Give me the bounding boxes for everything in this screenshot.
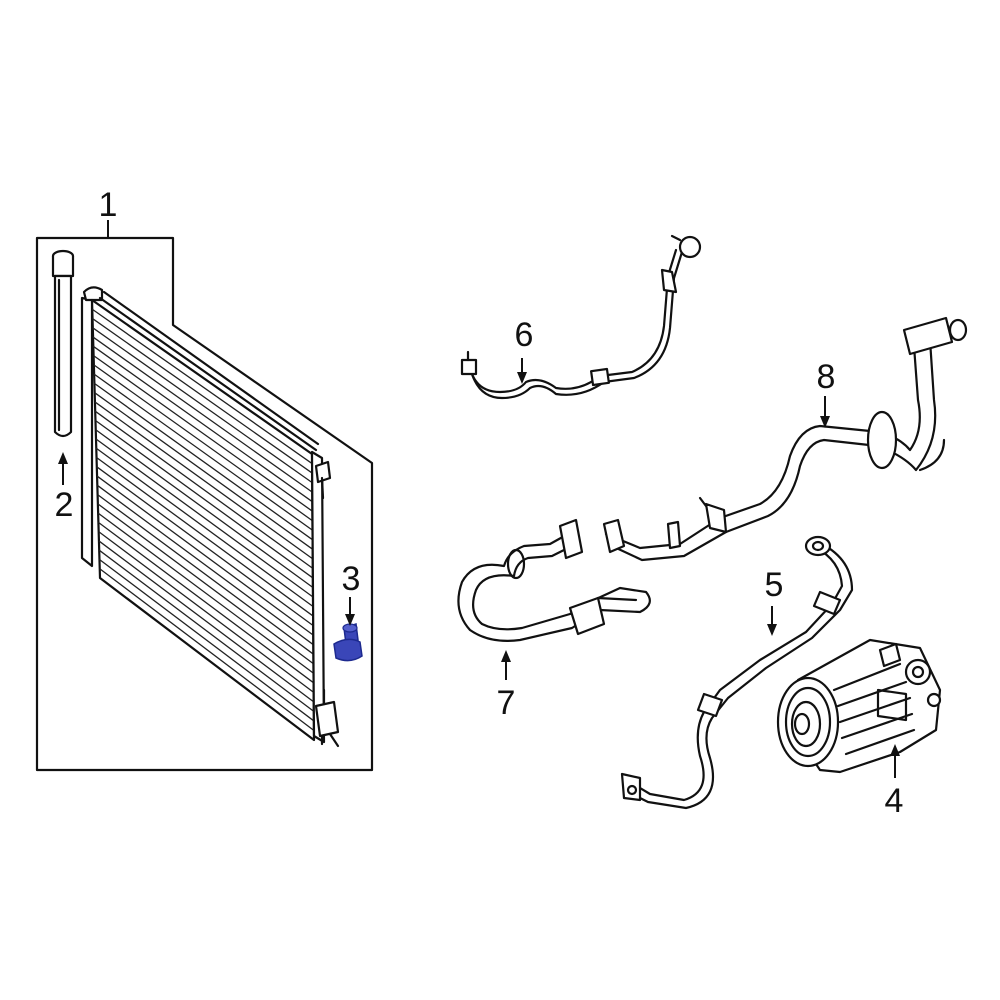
callout-8: 8 [817, 358, 836, 396]
arrowhead-6 [517, 372, 527, 384]
condenser-fin [93, 355, 313, 512]
condenser-fin [99, 558, 315, 722]
condenser-fin [97, 503, 314, 665]
arrowhead-8 [820, 416, 830, 428]
callout-5: 5 [765, 566, 784, 604]
part-4-compressor[interactable] [776, 638, 942, 774]
part-1-condenser[interactable] [80, 286, 340, 748]
part-5-liquid-line[interactable] [620, 535, 854, 810]
condenser-fin [94, 392, 314, 550]
callout-1: 1 [99, 186, 118, 224]
condenser-fin [98, 531, 315, 693]
arrowhead-2 [58, 452, 68, 464]
condenser-fin [94, 401, 314, 560]
condenser-fin [99, 568, 315, 731]
part-2-drier[interactable] [51, 249, 75, 438]
callout-4: 4 [885, 782, 904, 820]
condenser-fin [97, 512, 314, 674]
condenser-fin [96, 484, 314, 646]
condenser-fin [95, 419, 314, 579]
part-7-discharge-hose[interactable] [457, 518, 651, 642]
condenser-fin [94, 410, 314, 569]
condenser-fin [98, 549, 315, 712]
condenser-fin [91, 308, 313, 465]
arrowhead-5 [767, 624, 777, 636]
condenser-fins [91, 308, 315, 731]
condenser-fin [95, 429, 314, 588]
condenser-fin [96, 475, 314, 636]
condenser-fin [95, 438, 314, 598]
condenser-fin [95, 447, 314, 608]
condenser-fin [98, 540, 315, 703]
part-6-ac-line[interactable] [460, 234, 702, 400]
arrowhead-4 [890, 744, 900, 756]
part-3-pressure-switch[interactable] [333, 622, 363, 662]
callout-3: 3 [342, 560, 361, 598]
condenser-fin [97, 494, 314, 655]
condenser-fin [93, 364, 313, 522]
condenser-fin [93, 373, 313, 531]
arrowhead-3 [345, 614, 355, 626]
condenser-group-frame [35, 236, 374, 772]
condenser-fin [92, 345, 313, 503]
callout-6: 6 [515, 316, 534, 354]
callout-2: 2 [55, 486, 74, 524]
callout-7: 7 [497, 684, 516, 722]
condenser-fin [92, 318, 313, 474]
arrowhead-7 [501, 650, 511, 662]
condenser-fin [96, 457, 314, 617]
condenser-fin [92, 327, 313, 484]
condenser-fin [96, 466, 314, 627]
condenser-fin [92, 336, 313, 493]
part-8-suction-hose[interactable] [602, 316, 968, 562]
condenser-fin [94, 382, 313, 541]
condenser-fin [98, 521, 314, 684]
